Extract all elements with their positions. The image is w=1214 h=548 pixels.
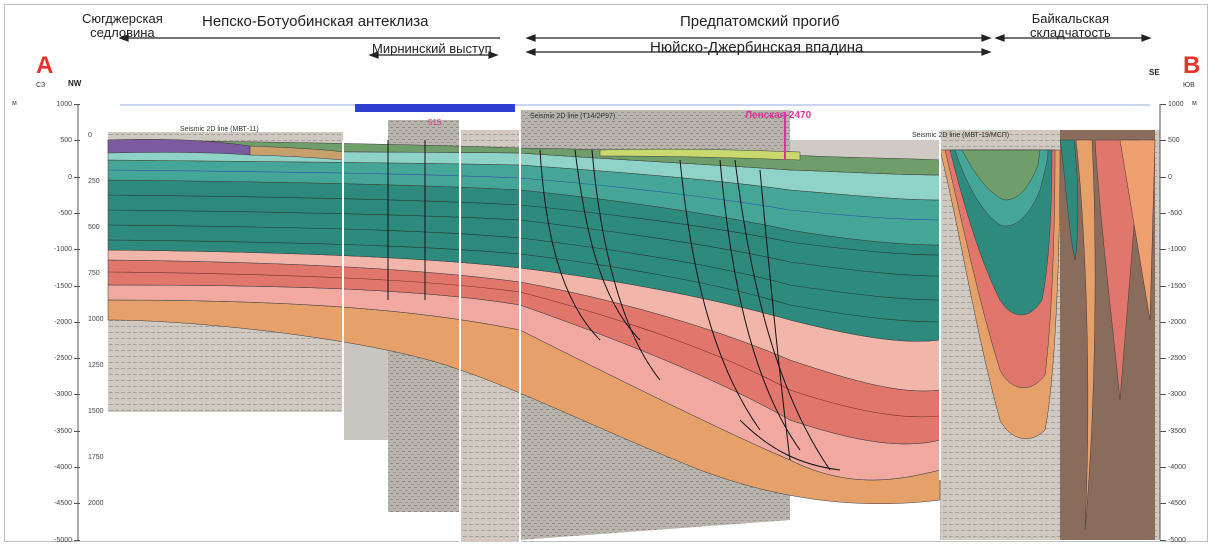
depth-tick-left-mark-7	[74, 358, 80, 360]
time-tick-7: 1750	[88, 454, 104, 461]
region-arrows	[118, 34, 1152, 59]
figure-frame	[4, 4, 1208, 542]
depth-unit-left: м	[12, 100, 17, 107]
depth-tick-left-9: -3500	[54, 427, 72, 435]
depth-tick-left-2: 0	[68, 173, 72, 181]
depth-tick-left-4: -1000	[54, 246, 72, 254]
depth-tick-left-11: -4500	[54, 500, 72, 508]
depth-tick-right-1: 500	[1168, 137, 1180, 145]
well-label: Ленская-2470	[745, 110, 812, 121]
time-tick-2: 500	[88, 224, 100, 231]
depth-tick-right-mark-2	[1160, 176, 1166, 178]
depth-tick-left-8: -3000	[54, 391, 72, 399]
region-label-predpat: Предпатомский прогиб	[680, 13, 840, 30]
depth-tick-right-10: -4000	[1168, 464, 1186, 471]
direction-left: NW	[68, 79, 82, 88]
horizons	[107, 169, 941, 418]
depth-tick-left-3: -500	[57, 209, 72, 217]
depth-tick-left-0: 1000	[56, 101, 72, 108]
depth-tick-right-6: -2000	[1168, 318, 1186, 326]
shotpoint-markers	[120, 104, 1150, 112]
depth-tick-right-11: -4500	[1168, 500, 1186, 508]
profile-end-b: B	[1183, 52, 1201, 79]
depth-tick-left-mark-12	[74, 539, 80, 541]
strata-layers	[107, 139, 941, 504]
depth-tick-right-3: -500	[1168, 209, 1183, 217]
depth-tick-left-mark-1	[74, 140, 80, 142]
depth-tick-right-5: -1500	[1168, 282, 1186, 290]
depth-tick-right-9: -3500	[1168, 427, 1186, 435]
depth-tick-right-7: -2500	[1168, 355, 1186, 363]
depth-tick-left-7: -2500	[54, 355, 72, 363]
profile-end-a: A	[36, 52, 54, 79]
depth-tick-right-mark-8	[1160, 394, 1166, 396]
depth-tick-left-5: -1500	[54, 282, 72, 290]
depth-tick-right-4: -1000	[1168, 246, 1186, 254]
depth-tick-right-mark-11	[1160, 503, 1166, 505]
fault-lines	[387, 140, 841, 471]
depth-tick-right-mark-1	[1160, 140, 1166, 142]
depth-tick-right-mark-3	[1160, 212, 1166, 214]
depth-tick-left-mark-9	[74, 430, 80, 432]
depth-tick-left-6: -2000	[54, 318, 72, 326]
time-tick-3: 750	[88, 270, 100, 277]
region-label-nepsko: Непско-Ботуобинская антеклиза	[202, 13, 429, 30]
time-tick-0: 0	[88, 132, 92, 139]
depth-tick-right-2: 0	[1168, 173, 1172, 181]
direction-right: SE	[1149, 68, 1160, 77]
depth-tick-left-mark-3	[74, 212, 80, 214]
time-tick-4: 1000	[88, 316, 104, 323]
depth-tick-right-mark-6	[1160, 321, 1166, 323]
depth-tick-left-mark-4	[74, 249, 80, 251]
depth-tick-left-mark-11	[74, 503, 80, 505]
region-label-mirny: Мирнинский выступ	[372, 41, 492, 56]
depth-tick-left-10: -4000	[54, 464, 72, 471]
region-label-nyuisko: Нюйско-Джербинская впадина	[650, 39, 864, 56]
folded-zone	[939, 139, 1156, 531]
well-mark: 515	[428, 118, 442, 127]
depth-tick-right-12: -5000	[1168, 536, 1186, 544]
time-tick-1: 250	[88, 178, 100, 185]
depth-tick-right-mark-10	[1160, 467, 1166, 468]
panel-caption-2: Seismic 2D line (T14/2Р97)	[530, 113, 616, 120]
depth-tick-left-12: -5000	[54, 536, 72, 544]
panel-caption-3: Seismic 2D line (МВТ-19/МСП)	[912, 132, 1010, 139]
depth-tick-left-mark-2	[74, 176, 80, 178]
depth-tick-left-mark-10	[74, 467, 80, 468]
depth-tick-right-0: 1000	[1168, 101, 1184, 108]
depth-unit-right: м	[1192, 100, 1197, 107]
time-tick-6: 1500	[88, 408, 104, 415]
direction-left-ru: СЗ	[36, 82, 46, 89]
depth-tick-left-mark-5	[74, 285, 80, 287]
time-tick-8: 2000	[88, 500, 104, 507]
depth-tick-left-mark-6	[74, 321, 80, 323]
depth-tick-right-mark-0	[1160, 104, 1166, 105]
time-tick-5: 1250	[88, 362, 104, 369]
depth-tick-right-8: -3000	[1168, 391, 1186, 399]
direction-right-ru: ЮВ	[1183, 82, 1195, 89]
depth-tick-left-mark-8	[74, 394, 80, 396]
depth-tick-left-1: 500	[60, 137, 72, 145]
depth-tick-right-mark-5	[1160, 285, 1166, 287]
depth-tick-right-mark-12	[1160, 539, 1166, 541]
depth-tick-right-mark-9	[1160, 430, 1166, 432]
panel-caption-1: Seismic 2D line (МВТ-11)	[180, 126, 259, 133]
depth-tick-right-mark-4	[1160, 249, 1166, 251]
depth-tick-right-mark-7	[1160, 358, 1166, 360]
depth-tick-left-mark-0	[74, 104, 80, 105]
panel-separators	[342, 110, 941, 542]
